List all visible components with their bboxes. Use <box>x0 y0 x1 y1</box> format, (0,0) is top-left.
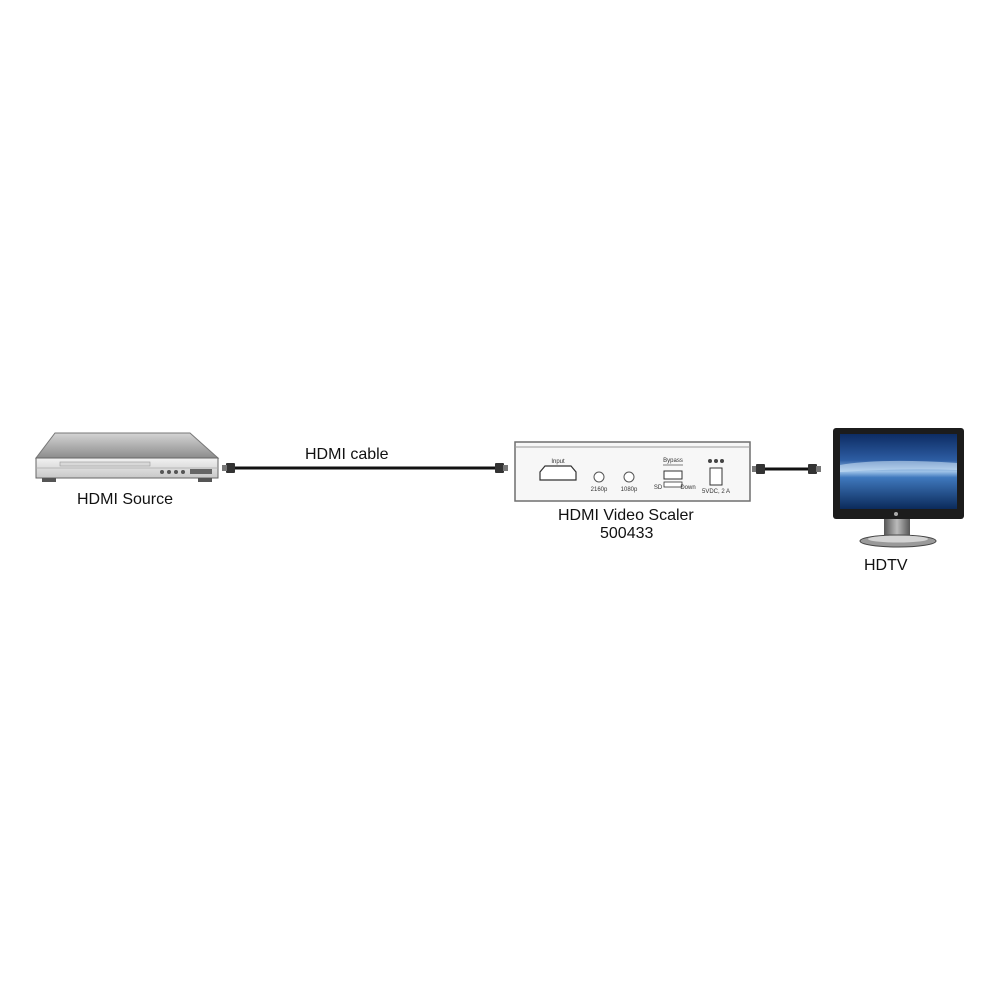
led-2160p-label: 2160p <box>591 487 608 493</box>
hdmi-video-scaler-device: Input 2160p 1080p Bypass SD Down 5VDC, 2… <box>514 441 751 502</box>
power-label: 5VDC, 2 A <box>702 489 730 495</box>
hdmi-input-port-icon <box>539 465 577 481</box>
mode-switch-icon <box>663 470 683 480</box>
input-port-label: Input <box>551 459 565 465</box>
led-2160p-icon <box>593 471 605 483</box>
led-1080p-icon <box>623 471 635 483</box>
hdmi-cable-label: HDMI cable <box>305 446 389 463</box>
hdmi-cable-2 <box>752 464 821 474</box>
switch-label: Bypass <box>663 458 683 464</box>
hdmi-source-device <box>34 432 220 482</box>
led-1080p-label: 1080p <box>621 487 638 493</box>
hdtv-device <box>833 428 964 548</box>
hdmi-source-label: HDMI Source <box>77 491 174 508</box>
hdtv-label: HDTV <box>864 557 908 574</box>
switch-right-label: Down <box>680 485 695 491</box>
hdmi-cable-1 <box>222 463 508 473</box>
switch-left-label: SD <box>654 485 663 491</box>
scaler-name-label: HDMI Video Scaler <box>558 507 694 524</box>
power-jack-icon <box>709 467 723 486</box>
scaler-model-label: 500433 <box>600 525 654 542</box>
